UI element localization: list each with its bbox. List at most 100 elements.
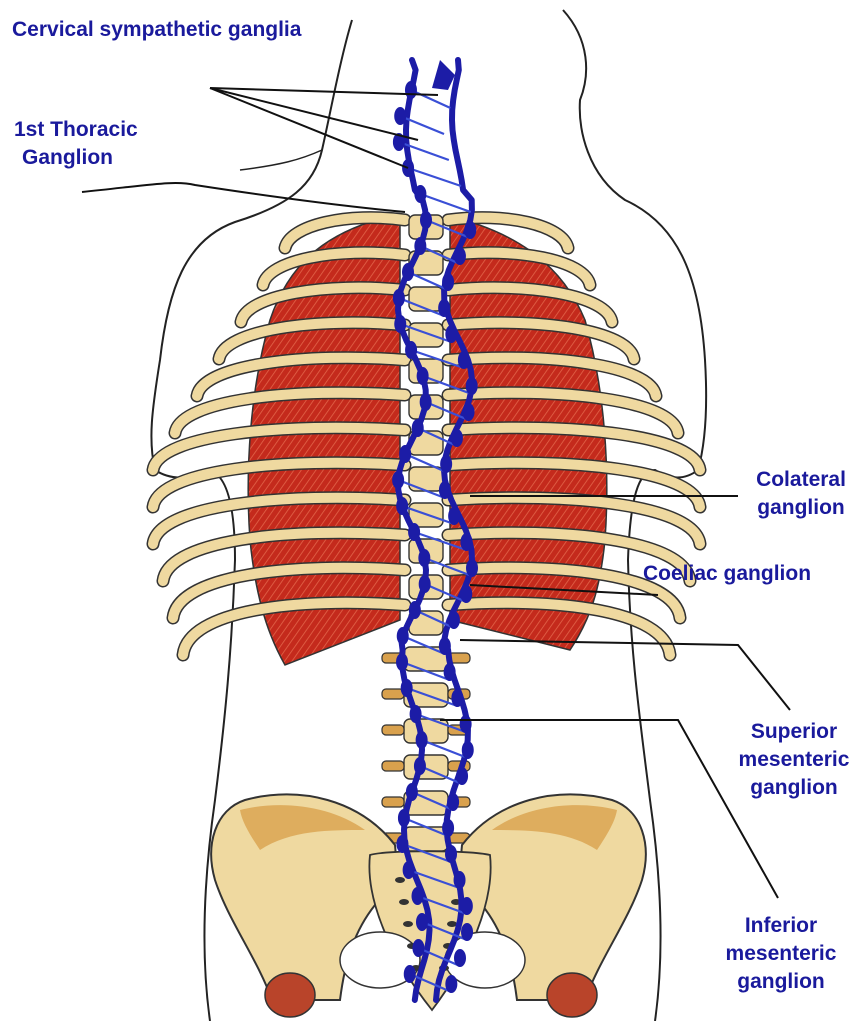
ganglion — [445, 975, 457, 993]
ganglion — [463, 403, 475, 421]
leader-superior — [460, 640, 790, 710]
ganglion — [394, 107, 406, 125]
transverse-process — [382, 689, 404, 699]
ganglion — [454, 871, 466, 889]
ganglion — [396, 497, 408, 515]
transverse-process — [382, 725, 404, 735]
label-coeliac-ganglion: Coeliac ganglion — [643, 560, 811, 588]
ganglion — [401, 679, 413, 697]
ganglion — [461, 923, 473, 941]
ganglion — [409, 601, 421, 619]
vertebra — [409, 287, 443, 311]
ganglion — [412, 939, 424, 957]
ganglion — [439, 637, 451, 655]
label-colateral-ganglion: Colateral ganglion — [738, 466, 864, 522]
ganglion — [393, 289, 405, 307]
superior-cervical-ganglion — [432, 60, 455, 90]
foramen — [403, 921, 413, 927]
label-line: ganglion — [724, 774, 864, 802]
ganglion — [458, 351, 470, 369]
ganglion — [439, 481, 451, 499]
femoral-head-right — [547, 973, 597, 1017]
label-line: Cervical sympathetic ganglia — [12, 16, 301, 44]
ganglion — [466, 559, 478, 577]
ganglion — [451, 689, 463, 707]
label-superior-mesenteric-ganglion: Superior mesenteric ganglion — [724, 718, 864, 802]
foramen — [395, 877, 405, 883]
ganglion — [438, 299, 450, 317]
ganglion — [462, 741, 474, 759]
ganglion — [420, 393, 432, 411]
label-1st-thoracic-ganglion: 1st Thoracic Ganglion — [14, 116, 138, 172]
ganglion — [394, 315, 406, 333]
ganglion — [460, 533, 472, 551]
femoral-head-left — [265, 973, 315, 1017]
foramen — [447, 921, 457, 927]
ganglion — [464, 221, 476, 239]
ganglion — [445, 845, 457, 863]
transverse-process — [382, 797, 404, 807]
ganglion — [416, 731, 428, 749]
ganglion — [442, 273, 454, 291]
ganglion — [444, 663, 456, 681]
label-line: 1st Thoracic — [14, 116, 138, 144]
ganglion — [448, 507, 460, 525]
ganglion — [416, 913, 428, 931]
ganglion — [460, 585, 472, 603]
ganglion — [408, 523, 420, 541]
ganglion — [414, 757, 426, 775]
ganglion — [402, 263, 414, 281]
ganglion — [403, 861, 415, 879]
transverse-process — [382, 761, 404, 771]
leader-cervical-1 — [210, 88, 438, 95]
ganglion — [419, 575, 431, 593]
ganglion — [414, 185, 426, 203]
ganglion — [392, 471, 404, 489]
ganglion — [461, 897, 473, 915]
nerve-branch — [411, 90, 450, 108]
ganglion — [406, 783, 418, 801]
ganglion — [412, 887, 424, 905]
leader-cervical-2 — [210, 88, 418, 140]
vertebra — [409, 467, 443, 491]
ganglion — [460, 715, 472, 733]
neck-outline — [240, 150, 322, 170]
ganglion — [398, 809, 410, 827]
label-inferior-mesenteric-ganglion: Inferior mesenteric ganglion — [706, 912, 856, 996]
ganglion — [445, 325, 457, 343]
label-line: Superior — [724, 718, 864, 746]
foramen — [399, 899, 409, 905]
ganglion — [447, 793, 459, 811]
ganglion — [454, 949, 466, 967]
ganglion — [456, 767, 468, 785]
ganglion — [405, 81, 417, 99]
ganglion — [396, 653, 408, 671]
ganglion — [420, 211, 432, 229]
ganglion — [442, 819, 454, 837]
ganglion — [466, 377, 478, 395]
ganglion — [412, 419, 424, 437]
ganglion — [417, 367, 429, 385]
label-line: Colateral — [738, 466, 864, 494]
label-line: ganglion — [738, 494, 864, 522]
leader-thoracic — [82, 183, 405, 212]
label-line: mesenteric — [706, 940, 856, 968]
ganglion — [454, 247, 466, 265]
ganglion — [399, 445, 411, 463]
ganglion — [440, 455, 452, 473]
ganglion — [448, 611, 460, 629]
ganglion — [405, 341, 417, 359]
ganglion — [402, 159, 414, 177]
ganglion — [397, 627, 409, 645]
label-line: ganglion — [706, 968, 856, 996]
label-cervical-sympathetic-ganglia: Cervical sympathetic ganglia — [12, 16, 301, 44]
ganglion — [451, 429, 463, 447]
label-line: Inferior — [706, 912, 856, 940]
ganglion — [418, 549, 430, 567]
ganglion — [404, 965, 416, 983]
label-line: Coeliac ganglion — [643, 560, 811, 588]
ganglion — [410, 705, 422, 723]
label-line: mesenteric — [724, 746, 864, 774]
ganglion — [414, 237, 426, 255]
